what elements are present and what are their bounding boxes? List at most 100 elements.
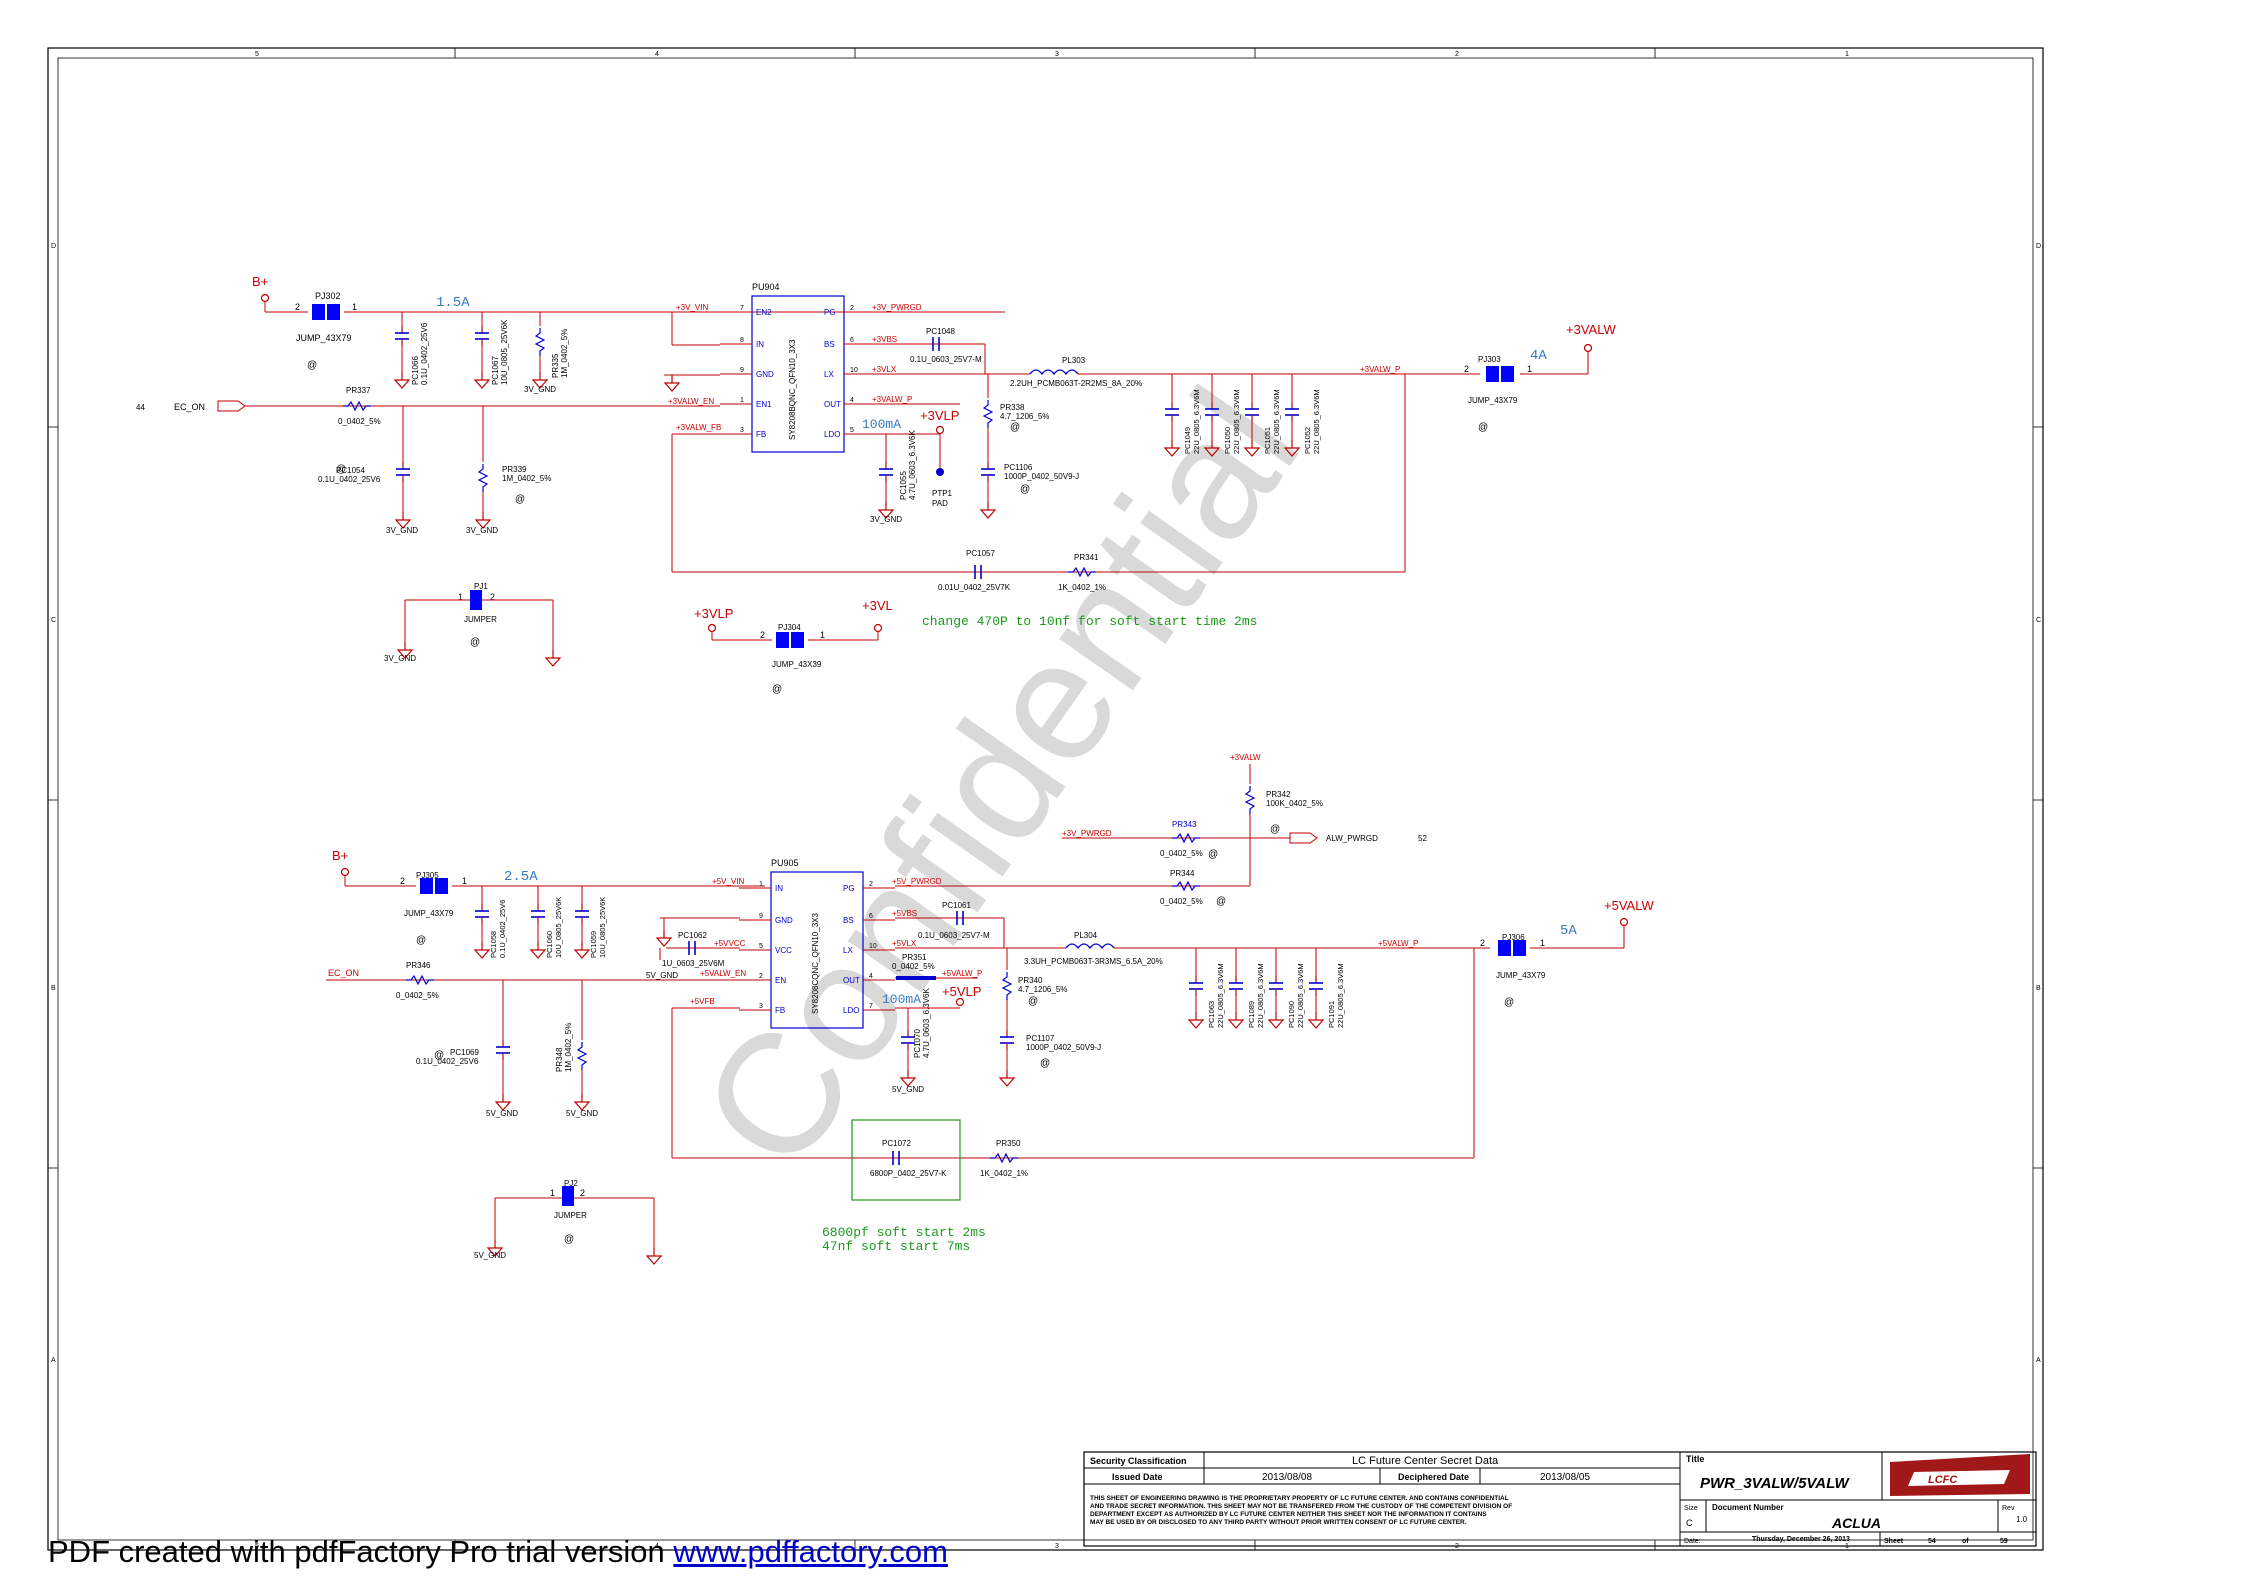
col-label: 4 — [655, 51, 659, 58]
pj306-val: JUMP_43X79 — [1496, 971, 1546, 980]
ic-pin-label: VCC — [775, 946, 792, 955]
svg-text:LCFC: LCFC — [1928, 1474, 1958, 1486]
of-number: 59 — [2000, 1538, 2008, 1545]
ic-pin-number: 7 — [869, 1003, 873, 1010]
pr337-val: 0_0402_5% — [338, 417, 381, 426]
ic-pin-number: 8 — [740, 337, 744, 344]
svg-text:@: @ — [434, 1050, 444, 1061]
pr346-ref: PR346 — [406, 961, 431, 970]
pu904-part: SY8208BQNC_QFN10_3X3 — [788, 339, 797, 440]
net-3valw-p: +3VALW_P — [872, 395, 912, 404]
docnum-label: Document Number — [1712, 1503, 1784, 1512]
svg-text:@: @ — [336, 464, 346, 475]
svg-text:@: @ — [1208, 849, 1218, 860]
pgood-3v-pwrgd: +3V_PWRGD — [1062, 829, 1112, 838]
footer-text: PDF created with pdfFactory Pro trial ve… — [48, 1534, 674, 1569]
pl303-ref: PL303 — [1062, 356, 1086, 365]
ec-on-net: EC_ON — [174, 402, 205, 412]
pgood-rail: +3VALW — [1230, 753, 1261, 762]
svg-text:@: @ — [772, 684, 782, 695]
legal-line-1: THIS SHEET OF ENGINEERING DRAWING IS THE… — [1090, 1495, 1509, 1502]
out-5valw: +5VALW — [1604, 898, 1654, 913]
pc1061-val: 0.1U_0603_25V7-M — [918, 931, 990, 940]
sheet-number: 54 — [1928, 1538, 1936, 1545]
ic-pin-number: 4 — [869, 973, 873, 980]
ic-pin-label: IN — [775, 884, 783, 893]
pc1057-val: 0.01U_0402_25V7K — [938, 583, 1011, 592]
input-cap-label: PC106010U_0805_25V6K — [545, 897, 563, 958]
current-1-5a: 1.5A — [436, 295, 470, 311]
row-label: D — [51, 243, 56, 250]
net-5vlx: +5VLX — [892, 939, 917, 948]
svg-text:2: 2 — [295, 302, 300, 312]
output-cap-label: PC105222U_0805_6.3V6M — [1303, 389, 1321, 454]
ic-pin-number: 1 — [740, 397, 744, 404]
ic-pin-number: 3 — [759, 1003, 763, 1010]
gnd-label-b2: 5V_GND — [486, 1109, 518, 1118]
rev-label: Rev — [2002, 1505, 2015, 1512]
ic-pin-label: GND — [775, 916, 793, 925]
pr344-ref: PR344 — [1170, 869, 1195, 878]
net-3valw-fb: +3VALW_FB — [676, 423, 721, 432]
pj1-val: JUMPER — [464, 615, 497, 624]
ic-pin-number: 3 — [740, 427, 744, 434]
ic-pin-label: PG — [843, 884, 855, 893]
size-label: Size — [1684, 1505, 1698, 1512]
title-block: Security Classification LC Future Center… — [1083, 1451, 2037, 1547]
net-3vlx: +3VLX — [872, 365, 897, 374]
output-cap-label: PC109022U_0805_6.3V6M — [1287, 963, 1305, 1028]
svg-text:1: 1 — [1527, 364, 1532, 374]
input-cap-label: PC105910U_0805_25V6K — [589, 897, 607, 958]
ic-pin-label: BS — [843, 916, 854, 925]
ic-pin-label: BS — [824, 340, 835, 349]
legal-line-4: MAY BE USED BY OR DISCLOSED TO ANY THIRD… — [1090, 1519, 1467, 1526]
size-value: C — [1686, 1518, 1693, 1528]
sheet-title: PWR_3VALW/5VALW — [1700, 1475, 1850, 1492]
pl304-ref: PL304 — [1074, 931, 1098, 940]
pj303-val: JUMP_43X79 — [1468, 396, 1518, 405]
row-label: C — [2036, 617, 2041, 624]
row-label: A — [2036, 1357, 2041, 1364]
col-label: 4 — [655, 1543, 659, 1550]
pc1066-label: PC10660.1U_0402_25V6 — [411, 322, 429, 385]
current-2-5a: 2.5A — [504, 869, 538, 885]
net-5vfb: +5VFB — [690, 997, 715, 1006]
ic-pin-label: LX — [843, 946, 853, 955]
pj302-ref: PJ302 — [315, 291, 341, 301]
net-3v-pwrgd: +3V_PWRGD — [872, 303, 922, 312]
net-5vvcc: +5VVCC — [714, 939, 746, 948]
net-5valw-en: +5VALW_EN — [700, 969, 746, 978]
pr350-ref: PR350 — [996, 1139, 1021, 1148]
pr341-ref: PR341 — [1074, 553, 1099, 562]
pc1062-val: 1U_0603_25V6M — [662, 959, 725, 968]
ic-pin-number: 5 — [759, 943, 763, 950]
gnd-label-5: 3V_GND — [384, 654, 416, 663]
pj304-ref: PJ304 — [778, 623, 801, 632]
svg-text:2: 2 — [490, 592, 495, 602]
svg-text:1: 1 — [1540, 938, 1545, 948]
pu905-ref: PU905 — [771, 858, 799, 868]
top-note: change 470P to 10nf for soft start time … — [922, 614, 1257, 629]
col-label: 3 — [1055, 51, 1059, 58]
pr341-val: 1K_0402_1% — [1058, 583, 1106, 592]
svg-text:@: @ — [1040, 1058, 1050, 1069]
pr346-val: 0_0402_5% — [396, 991, 439, 1000]
footer-link[interactable]: www.pdffactory.com — [673, 1534, 948, 1569]
pc1048-val: 0.1U_0603_25V7-M — [910, 355, 982, 364]
gnd-label: 3V_GND — [524, 385, 556, 394]
net-5vbs: +5VBS — [892, 909, 917, 918]
ic-pin-label: GND — [756, 370, 774, 379]
row-label: B — [51, 985, 56, 992]
pj305-ref: PJ305 — [416, 871, 439, 880]
svg-text:@: @ — [307, 360, 317, 371]
